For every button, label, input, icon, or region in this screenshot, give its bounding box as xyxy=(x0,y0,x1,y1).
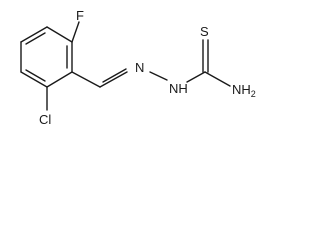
chlorine-label: Cl xyxy=(39,112,51,127)
n-nh-bond xyxy=(149,71,168,81)
ring-double-bond-3 xyxy=(25,32,46,45)
thione-sulfur-label: S xyxy=(200,24,209,39)
ring-bond-1 xyxy=(46,26,73,43)
amine-label-main: NH xyxy=(232,82,251,97)
fluorine-bond xyxy=(71,21,80,43)
chemical-structure: F Cl N NH S NH2 xyxy=(20,8,256,127)
ring-double-bond-2 xyxy=(25,69,46,82)
nh-thiocarbonyl-bond xyxy=(186,71,206,83)
ring-to-ch-bond xyxy=(71,71,101,88)
imine-bond-outer xyxy=(99,71,128,88)
imine-bond-inner xyxy=(102,68,127,83)
imine-nitrogen-label: N xyxy=(135,60,144,75)
amine-label-subscript: 2 xyxy=(251,89,256,99)
hydrazine-nh-label: NH xyxy=(169,81,188,96)
ring-bond-6 xyxy=(20,26,48,43)
amine-bond xyxy=(204,71,231,87)
fluorine-label: F xyxy=(76,8,84,23)
ring-bond-4 xyxy=(20,71,48,88)
ring-bond-3 xyxy=(46,71,73,88)
amine-label: NH2 xyxy=(232,82,256,99)
benzene-ring xyxy=(20,26,73,88)
